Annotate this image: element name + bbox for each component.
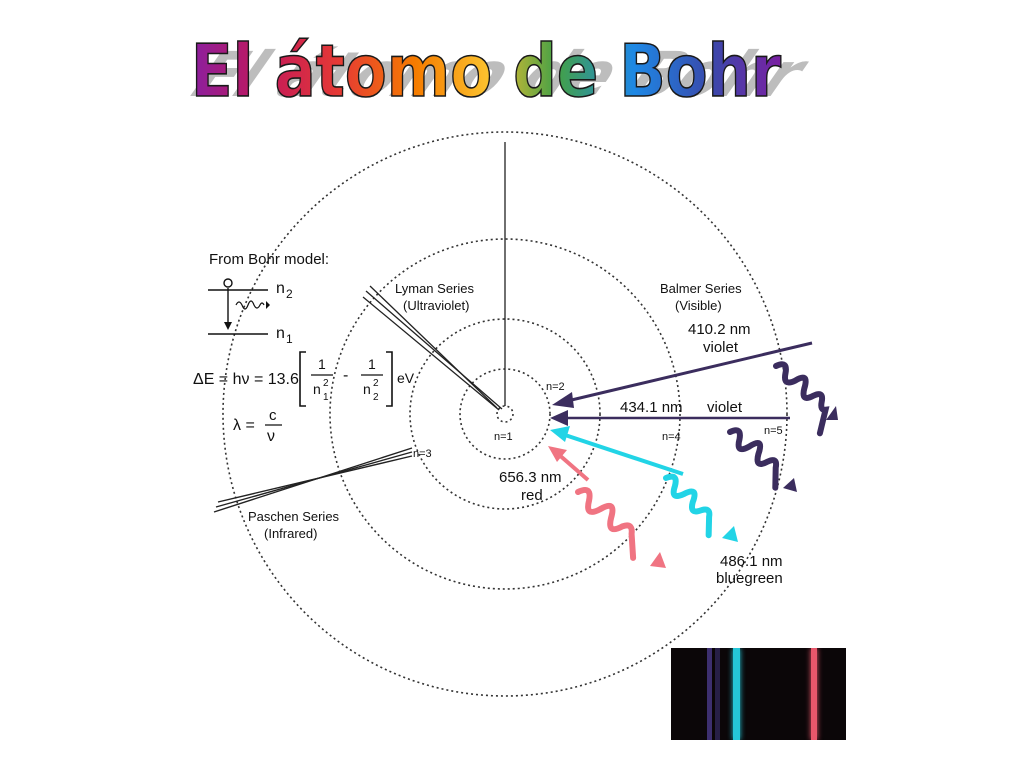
label-656-color: red xyxy=(521,487,543,504)
level-n2: n=2 xyxy=(546,381,565,393)
paschen-range: (Infrared) xyxy=(264,526,317,541)
bracket-right xyxy=(386,351,393,407)
photon-wave-410 xyxy=(773,361,830,437)
emission-spectrum xyxy=(671,648,846,740)
balmer-arrows xyxy=(548,341,813,482)
n1-subscript: 1 xyxy=(286,332,293,346)
fraction2-num: 1 xyxy=(368,356,376,372)
electron-icon xyxy=(223,278,233,288)
lyman-lines xyxy=(362,142,506,411)
formula-panel: From Bohr model: n 2 n 1 ΔE = hν = 13.6 … xyxy=(193,251,415,445)
fraction1-den: n xyxy=(313,381,321,397)
page-title: El átomo de Bohr xyxy=(191,29,781,113)
paschen-lines xyxy=(213,447,413,513)
fraction2-den: n xyxy=(363,381,371,397)
lyman-label: Lyman Series xyxy=(395,281,474,296)
fraction1-num: 1 xyxy=(318,356,326,372)
level-n3: n=3 xyxy=(413,448,432,460)
orbit-n4 xyxy=(329,238,681,590)
arrowhead-434 xyxy=(550,410,568,426)
spectral-line-434 xyxy=(715,648,720,740)
level-labels: n=1 n=2 n=3 n=4 n=5 xyxy=(413,381,783,460)
level-n5: n=5 xyxy=(764,425,783,437)
photon-wave-486 xyxy=(663,473,713,539)
n1-label: n xyxy=(276,325,285,342)
photon-icon xyxy=(235,300,265,310)
bracket-left xyxy=(299,351,306,407)
photon-wave-434 xyxy=(727,427,780,491)
fraction1-sub: 1 xyxy=(323,392,329,403)
lyman-range: (Ultraviolet) xyxy=(403,298,469,313)
spectral-line-410 xyxy=(707,648,712,740)
formula-heading: From Bohr model: xyxy=(209,251,329,268)
paschen-label: Paschen Series xyxy=(248,509,340,524)
arrowhead-410 xyxy=(552,392,574,408)
level-n4: n=4 xyxy=(662,431,681,443)
label-410-color: violet xyxy=(703,339,739,356)
fraction1-sup: 2 xyxy=(323,378,329,389)
balmer-label: Balmer Series xyxy=(660,281,742,296)
lambda-formula: λ = xyxy=(233,417,255,434)
spectral-line-486 xyxy=(733,648,740,740)
orbit-n5 xyxy=(222,131,788,697)
lambda-den: ν xyxy=(267,428,275,445)
energy-formula: ΔE = hν = 13.6 xyxy=(193,371,299,388)
level-n1: n=1 xyxy=(494,431,513,443)
ev-unit: eV xyxy=(397,370,415,386)
fraction2-sub: 2 xyxy=(373,392,379,403)
label-434-color: violet xyxy=(707,399,743,416)
arrowhead-486 xyxy=(550,426,570,442)
photon-waves xyxy=(575,361,838,568)
label-486-nm: 486.1 nm xyxy=(720,553,783,570)
label-434-nm: 434.1 nm xyxy=(620,399,683,416)
arrowhead-656 xyxy=(548,446,567,462)
orbit-n1 xyxy=(496,405,514,423)
balmer-range: (Visible) xyxy=(675,298,722,313)
title-banner: El átomo de Bohr El átomo de Bohr xyxy=(174,28,825,114)
lambda-num: c xyxy=(269,407,277,424)
label-410-nm: 410.2 nm xyxy=(688,321,751,338)
n2-label: n xyxy=(276,280,285,297)
series-labels: Lyman Series (Ultraviolet) Balmer Series… xyxy=(248,281,742,541)
title-shadow: El átomo de Bohr xyxy=(174,40,825,112)
label-656-nm: 656.3 nm xyxy=(499,469,562,486)
label-486-color: bluegreen xyxy=(716,570,783,587)
minus-sign: - xyxy=(343,367,348,384)
n2-subscript: 2 xyxy=(286,287,293,301)
transition-labels: 410.2 nm violet 434.1 nm violet 656.3 nm… xyxy=(499,321,783,587)
fraction2-sup: 2 xyxy=(373,378,379,389)
photon-wave-656 xyxy=(575,487,637,561)
spectral-line-656 xyxy=(811,648,817,740)
